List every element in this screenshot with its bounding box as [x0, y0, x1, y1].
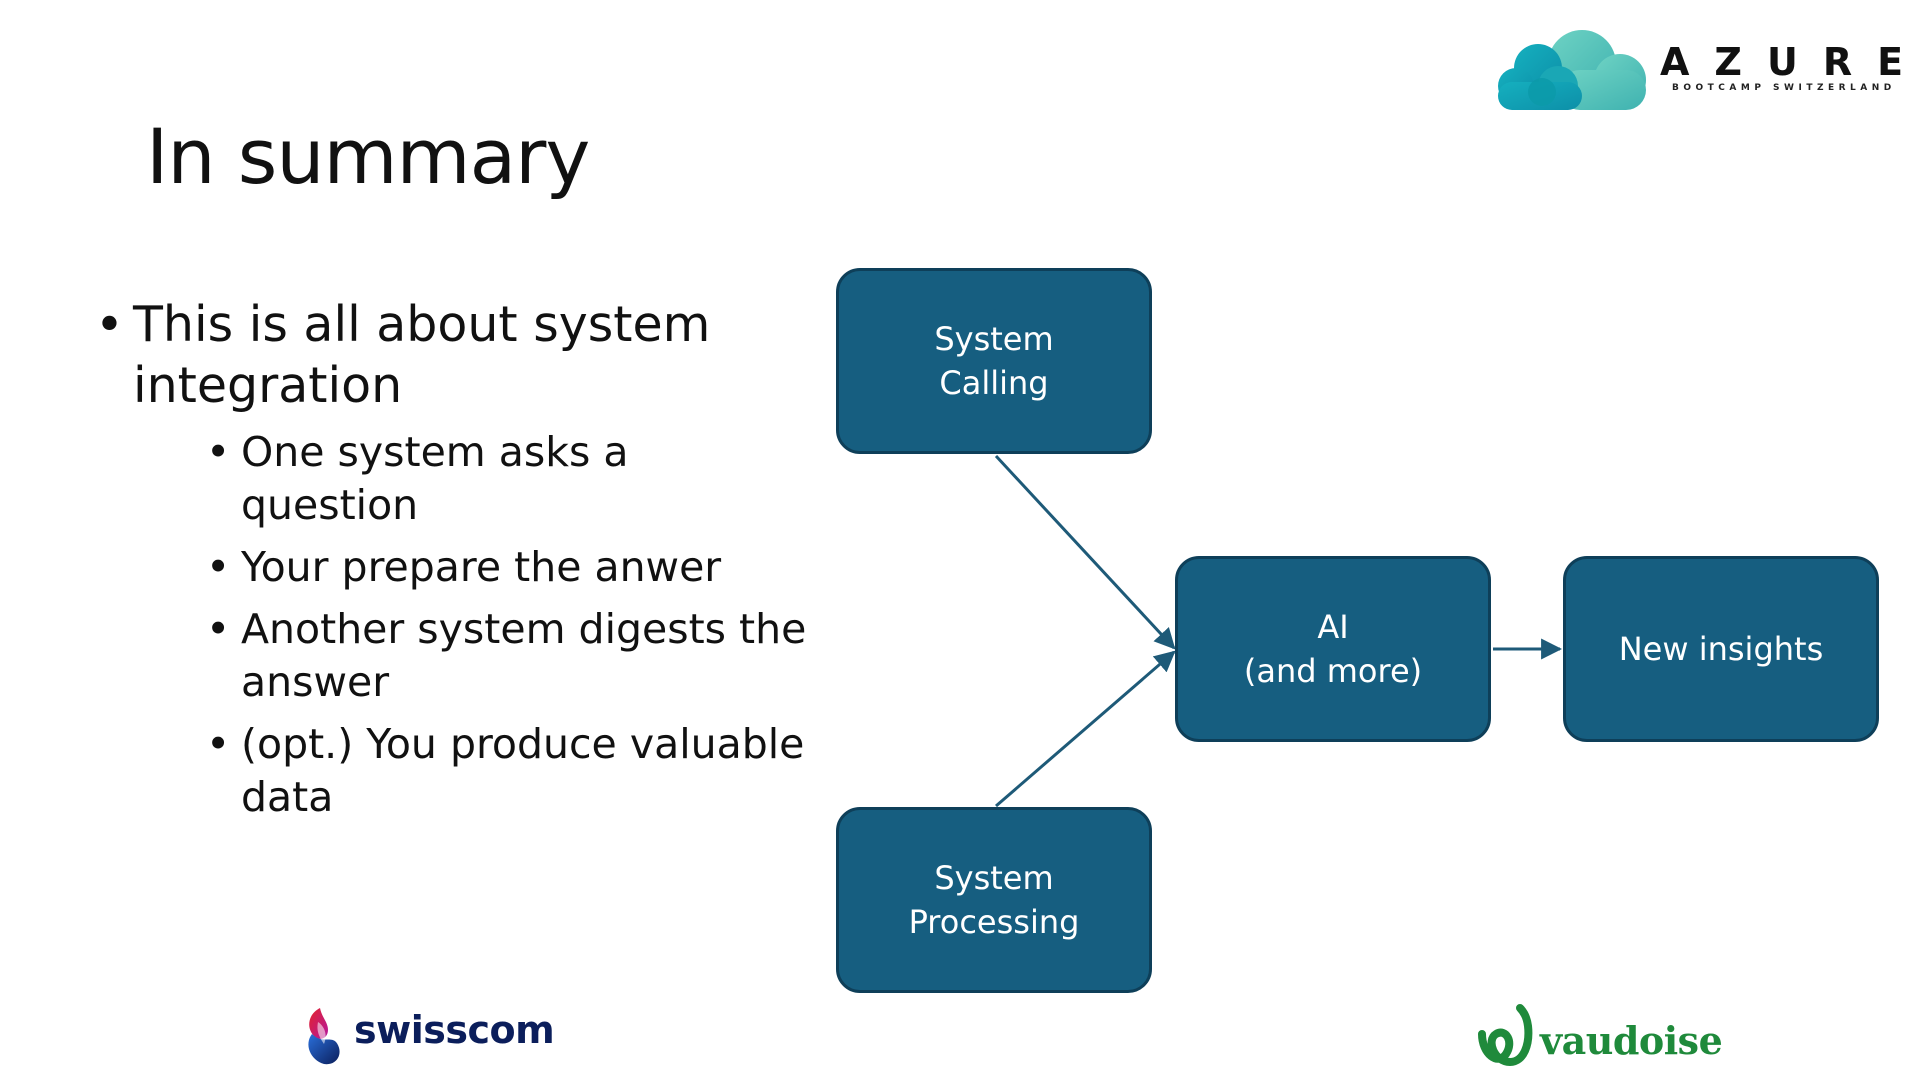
node-system-processing: System Processing	[836, 807, 1152, 993]
azure-cloud-logo-icon	[1498, 30, 1646, 110]
sub-bullet-question: One system asks a question	[206, 426, 815, 532]
sub-bullet-line: (opt.) You produce valuable	[241, 720, 805, 768]
node-system-calling: System Calling	[836, 268, 1152, 454]
sub-bullet-digest: Another system digests the answer	[206, 603, 815, 709]
sub-bullet-line: data	[241, 773, 334, 821]
azure-logo-wordmark: AZURE	[1660, 40, 1920, 84]
bullet-main-line: integration	[133, 357, 403, 414]
node-ai: AI (and more)	[1175, 556, 1491, 742]
node-label-line: New insights	[1618, 630, 1824, 668]
sub-bullet-line: answer	[241, 658, 390, 706]
node-new-insights: New insights	[1563, 556, 1879, 742]
node-label-line: System	[934, 320, 1054, 358]
swisscom-logo-wordmark: swisscom	[354, 1008, 555, 1052]
bullet-main: This is all about system integration	[95, 294, 815, 416]
node-label-line: (and more)	[1243, 652, 1423, 690]
vaudoise-logo-icon	[1478, 1004, 1533, 1067]
bullet-list: This is all about system integration One…	[95, 294, 815, 833]
sub-bullet-line: One system asks a question	[241, 428, 629, 529]
node-label-line: Calling	[939, 364, 1049, 402]
sub-bullet-line: Your prepare the anwer	[241, 543, 722, 591]
slide-title: In summary	[146, 112, 590, 201]
swisscom-logo-icon	[308, 1008, 340, 1065]
sub-bullet-prepare: Your prepare the anwer	[206, 541, 815, 594]
sub-bullet-line: Another system digests the	[241, 605, 807, 653]
vaudoise-logo-wordmark: vaudoise	[1540, 1018, 1723, 1063]
connector-calling-to-ai	[994, 454, 1176, 650]
sub-bullet-list: One system asks a question Your prepare …	[206, 426, 815, 824]
node-label-line: System	[934, 859, 1054, 897]
node-label-line: Processing	[908, 903, 1080, 941]
node-label-line: AI	[1317, 608, 1349, 646]
bullet-main-line: This is all about system	[133, 296, 711, 353]
connector-processing-to-ai	[995, 650, 1176, 808]
azure-logo-subtitle: BOOTCAMP SWITZERLAND	[1672, 83, 1896, 93]
sub-bullet-produce: (opt.) You produce valuable data	[206, 718, 815, 824]
